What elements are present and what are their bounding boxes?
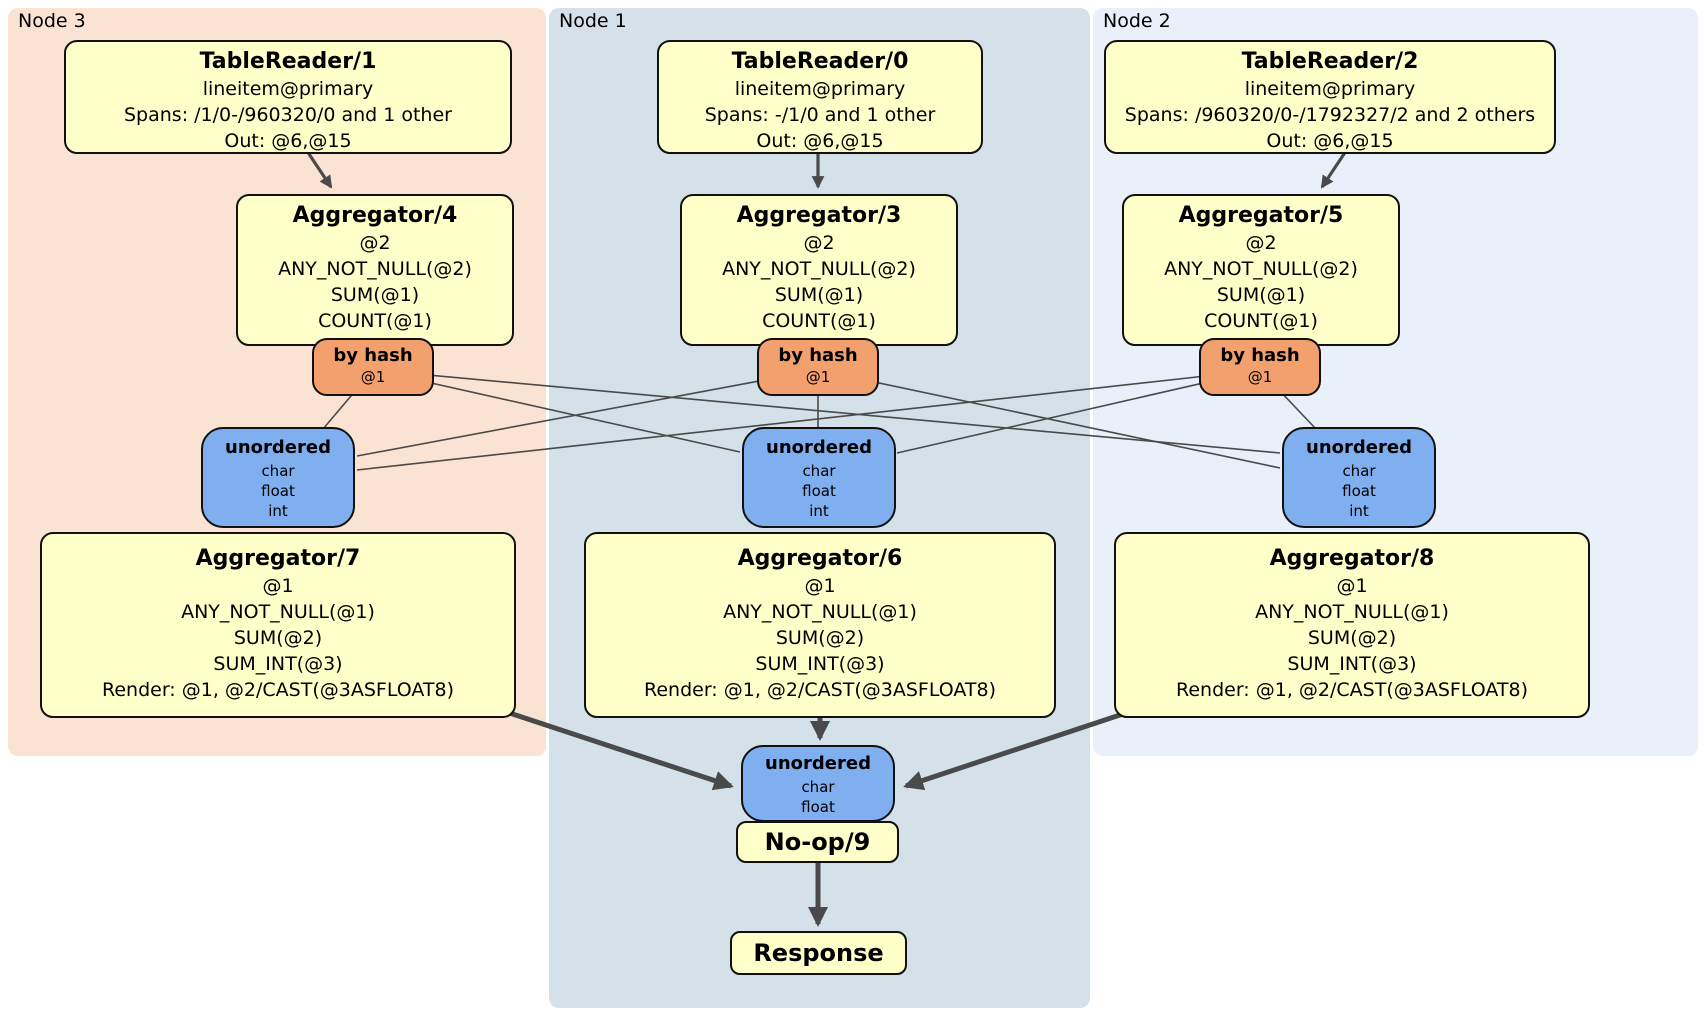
aggregator-8-box: Aggregator/8 @1 ANY_NOT_NULL(@1) SUM(@2)… [1114,532,1590,718]
processor-title: Aggregator/3 [736,203,902,228]
processor-line: ANY_NOT_NULL(@1) [181,601,375,623]
byhash-router-3: by hash @1 [757,338,879,396]
router-detail: @1 [1247,368,1273,386]
processor-line: Render: @1, @2/CAST(@3ASFLOAT8) [102,679,454,701]
processor-line: @1 [1336,575,1368,597]
processor-line: Out: @6,@15 [756,130,884,152]
processor-line: Out: @6,@15 [224,130,352,152]
unordered-sync-6: unordered char float int [742,427,896,528]
processor-line: ANY_NOT_NULL(@1) [1255,601,1449,623]
sync-line: char [261,462,295,480]
unordered-sync-7: unordered char float int [201,427,355,528]
processor-line: @1 [262,575,294,597]
processor-line: ANY_NOT_NULL(@2) [278,258,472,280]
node1-label: Node 1 [559,10,627,32]
tablereader-2-box: TableReader/2 lineitem@primary Spans: /9… [1104,40,1556,154]
processor-line: SUM_INT(@3) [1287,653,1417,675]
sync-line: char [802,462,836,480]
processor-line: @1 [804,575,836,597]
processor-title: Aggregator/4 [292,203,458,228]
router-detail: @1 [360,368,386,386]
sync-line: char [801,778,835,796]
processor-title: TableReader/2 [1241,49,1419,74]
processor-title: Aggregator/7 [195,546,361,571]
processor-line: COUNT(@1) [762,310,876,332]
router-title: by hash [1220,345,1300,366]
aggregator-7-box: Aggregator/7 @1 ANY_NOT_NULL(@1) SUM(@2)… [40,532,516,718]
processor-line: @2 [803,232,835,254]
processor-line: ANY_NOT_NULL(@2) [722,258,916,280]
router-detail: @1 [805,368,831,386]
processor-line: Spans: -/1/0 and 1 other [704,104,936,126]
sync-title: unordered [765,753,871,774]
aggregator-6-box: Aggregator/6 @1 ANY_NOT_NULL(@1) SUM(@2)… [584,532,1056,718]
unordered-sync-8: unordered char float int [1282,427,1436,528]
node2-label: Node 2 [1103,10,1171,32]
router-title: by hash [778,345,858,366]
processor-title: TableReader/0 [731,49,909,74]
sync-line: float [1342,482,1376,500]
processor-line: Spans: /1/0-/960320/0 and 1 other [124,104,452,126]
processor-title: TableReader/1 [199,49,377,74]
processor-line: lineitem@primary [202,78,374,100]
processor-line: COUNT(@1) [1204,310,1318,332]
processor-line: SUM(@1) [1216,284,1306,306]
byhash-router-4: by hash @1 [312,338,434,396]
processor-line: Render: @1, @2/CAST(@3ASFLOAT8) [644,679,996,701]
processor-title: Aggregator/6 [737,546,903,571]
sync-title: unordered [1306,437,1412,458]
sync-line: float [802,482,836,500]
processor-line: @2 [359,232,391,254]
processor-line: lineitem@primary [734,78,906,100]
processor-line: SUM_INT(@3) [755,653,885,675]
processor-line: lineitem@primary [1244,78,1416,100]
processor-line: SUM(@2) [233,627,323,649]
response-box: Response [730,931,907,975]
unordered-sync-final: unordered char float [741,745,895,822]
tablereader-1-box: TableReader/1 lineitem@primary Spans: /1… [64,40,512,154]
processor-line: SUM(@2) [775,627,865,649]
sync-line: float [801,798,835,816]
processor-line: @2 [1245,232,1277,254]
router-title: by hash [333,345,413,366]
byhash-router-5: by hash @1 [1199,338,1321,396]
sync-line: int [1349,502,1369,520]
processor-line: COUNT(@1) [318,310,432,332]
processor-title: Aggregator/5 [1178,203,1344,228]
aggregator-5-box: Aggregator/5 @2 ANY_NOT_NULL(@2) SUM(@1)… [1122,194,1400,346]
aggregator-3-box: Aggregator/3 @2 ANY_NOT_NULL(@2) SUM(@1)… [680,194,958,346]
processor-line: SUM(@2) [1307,627,1397,649]
aggregator-4-box: Aggregator/4 @2 ANY_NOT_NULL(@2) SUM(@1)… [236,194,514,346]
processor-line: Out: @6,@15 [1266,130,1394,152]
processor-line: SUM(@1) [774,284,864,306]
tablereader-0-box: TableReader/0 lineitem@primary Spans: -/… [657,40,983,154]
noop-9-box: No-op/9 [736,821,899,863]
sync-line: int [809,502,829,520]
processor-line: SUM(@1) [330,284,420,306]
sync-title: unordered [766,437,872,458]
processor-title: No-op/9 [764,828,871,856]
processor-line: ANY_NOT_NULL(@2) [1164,258,1358,280]
node3-label: Node 3 [18,10,86,32]
sync-line: float [261,482,295,500]
sync-line: char [1342,462,1376,480]
processor-line: Spans: /960320/0-/1792327/2 and 2 others [1124,104,1536,126]
processor-line: SUM_INT(@3) [213,653,343,675]
sync-line: int [268,502,288,520]
processor-title: Response [753,939,884,967]
processor-title: Aggregator/8 [1269,546,1435,571]
processor-line: Render: @1, @2/CAST(@3ASFLOAT8) [1176,679,1528,701]
processor-line: ANY_NOT_NULL(@1) [723,601,917,623]
sync-title: unordered [225,437,331,458]
